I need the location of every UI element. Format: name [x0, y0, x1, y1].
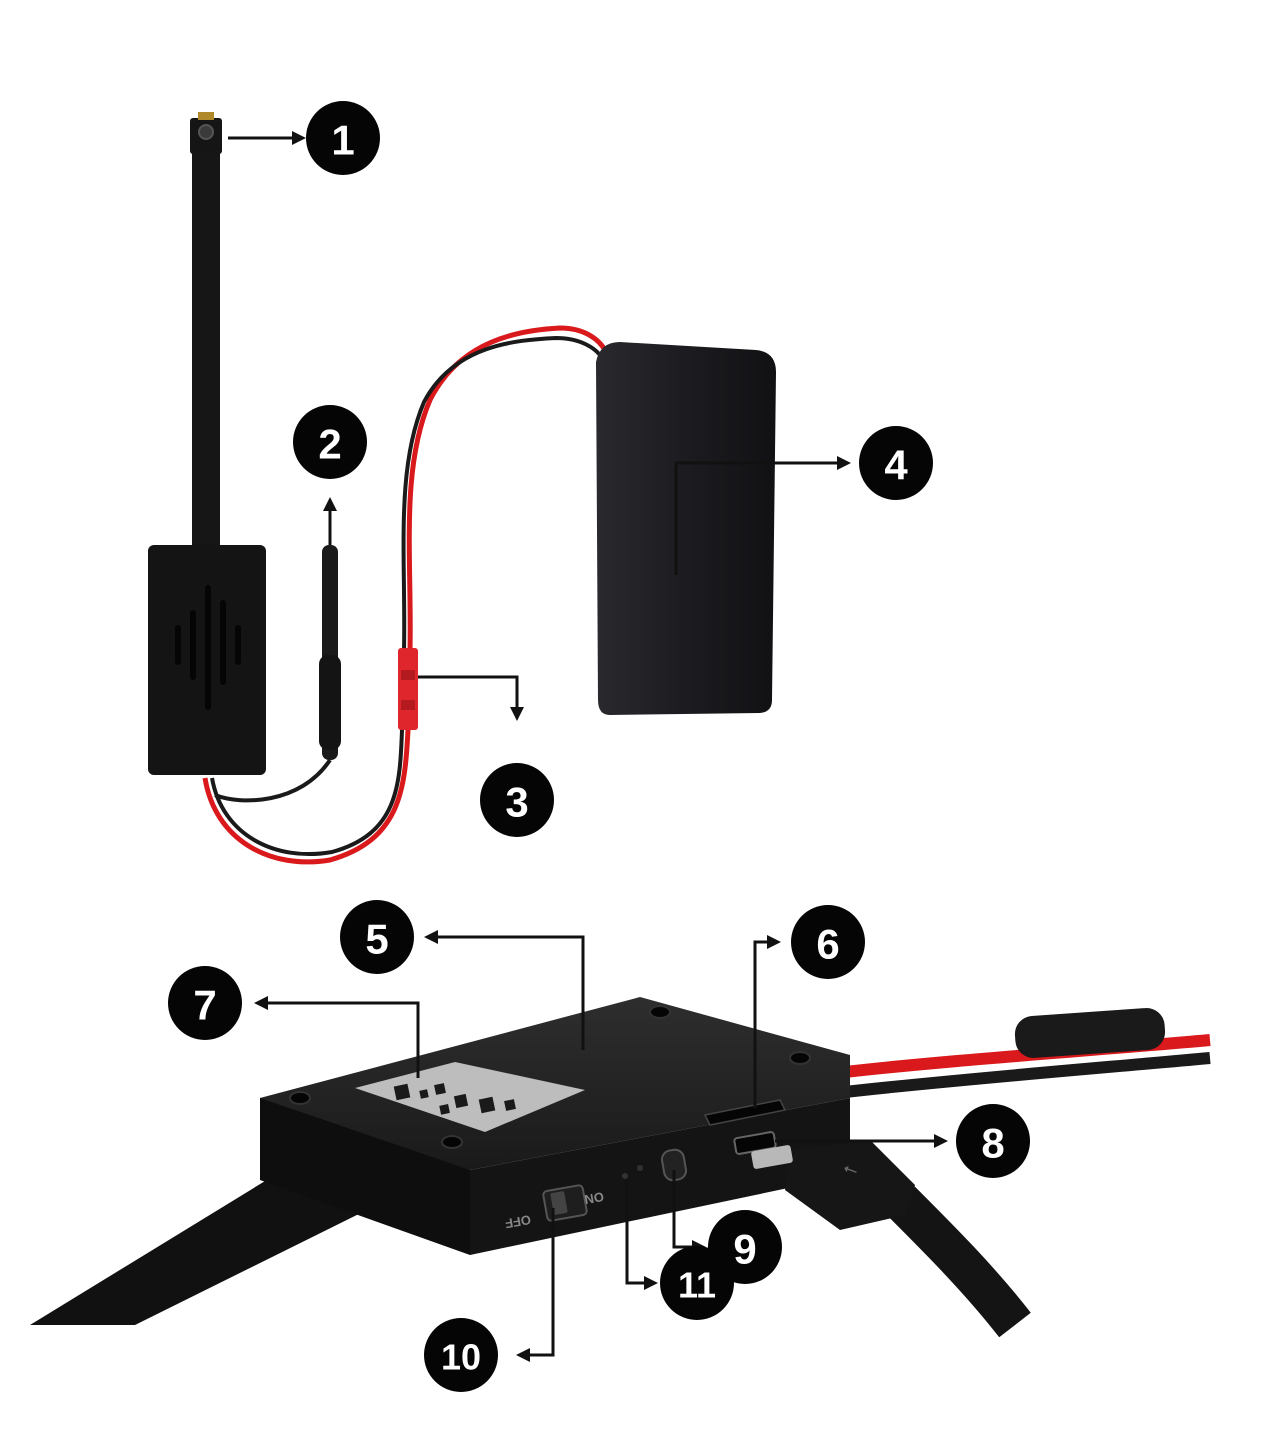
indicator-led [622, 1173, 628, 1179]
red-wire [202, 325, 609, 865]
callout-8-label: 8 [981, 1120, 1004, 1167]
battery-pack [596, 342, 776, 715]
callout-9-label: 9 [733, 1226, 756, 1273]
callout-11: 11 [660, 1246, 734, 1320]
usb-symbol: ⭠ [840, 1157, 861, 1182]
callout-7-label: 7 [193, 982, 216, 1029]
black-wire-lower [844, 1052, 1211, 1098]
callout-2: 2 [293, 405, 367, 479]
callout-7: 7 [168, 966, 242, 1040]
callout-11-label: 11 [678, 1265, 716, 1306]
callout-markers: 1 2 3 4 5 6 7 8 [168, 101, 1030, 1392]
callout-8: 8 [956, 1104, 1030, 1178]
case-screw-holes [289, 1005, 811, 1149]
callout-1: 1 [306, 101, 380, 175]
callout-10-label: 10 [441, 1337, 481, 1378]
callout-5-label: 5 [365, 916, 388, 963]
callout-6-label: 6 [816, 921, 839, 968]
antenna-sleeve [319, 655, 341, 750]
usb-plug [785, 1140, 915, 1230]
camera-lens [198, 124, 214, 140]
antenna-wire [214, 758, 332, 803]
usb-plug-metal [751, 1145, 793, 1169]
qr-code [393, 1083, 516, 1115]
callout-10: 10 [424, 1318, 498, 1392]
power-connector [398, 648, 418, 730]
camera-ribbon-strap [30, 1178, 395, 1325]
usb-cable [885, 1185, 1031, 1338]
switch-label-on: ON [583, 1189, 605, 1207]
reset-button [660, 1148, 688, 1182]
camera-connector [198, 112, 214, 120]
callout-2-label: 2 [318, 421, 341, 468]
black-wire [210, 335, 604, 857]
wire-sleeve [1014, 1008, 1166, 1058]
bottom-assembly: ON OFF ⭠ [30, 997, 1211, 1338]
callout-5: 5 [340, 900, 414, 974]
callout-6: 6 [791, 905, 865, 979]
top-assembly [148, 112, 776, 865]
qr-code-sticker [355, 1062, 585, 1132]
callout-3: 3 [480, 763, 554, 837]
main-board-case [260, 997, 850, 1170]
leader-lines [228, 131, 948, 1362]
module-vent-slots [175, 585, 241, 710]
indicator-led-2 [637, 1165, 643, 1171]
callout-3-label: 3 [505, 779, 528, 826]
case-front-face [260, 1098, 470, 1255]
callout-1-label: 1 [331, 117, 354, 164]
switch-label-off: OFF [504, 1212, 532, 1231]
switch-knob [550, 1191, 568, 1215]
callout-4-label: 4 [884, 442, 908, 489]
callout-4: 4 [859, 426, 933, 500]
camera-ribbon-cable [192, 150, 220, 555]
